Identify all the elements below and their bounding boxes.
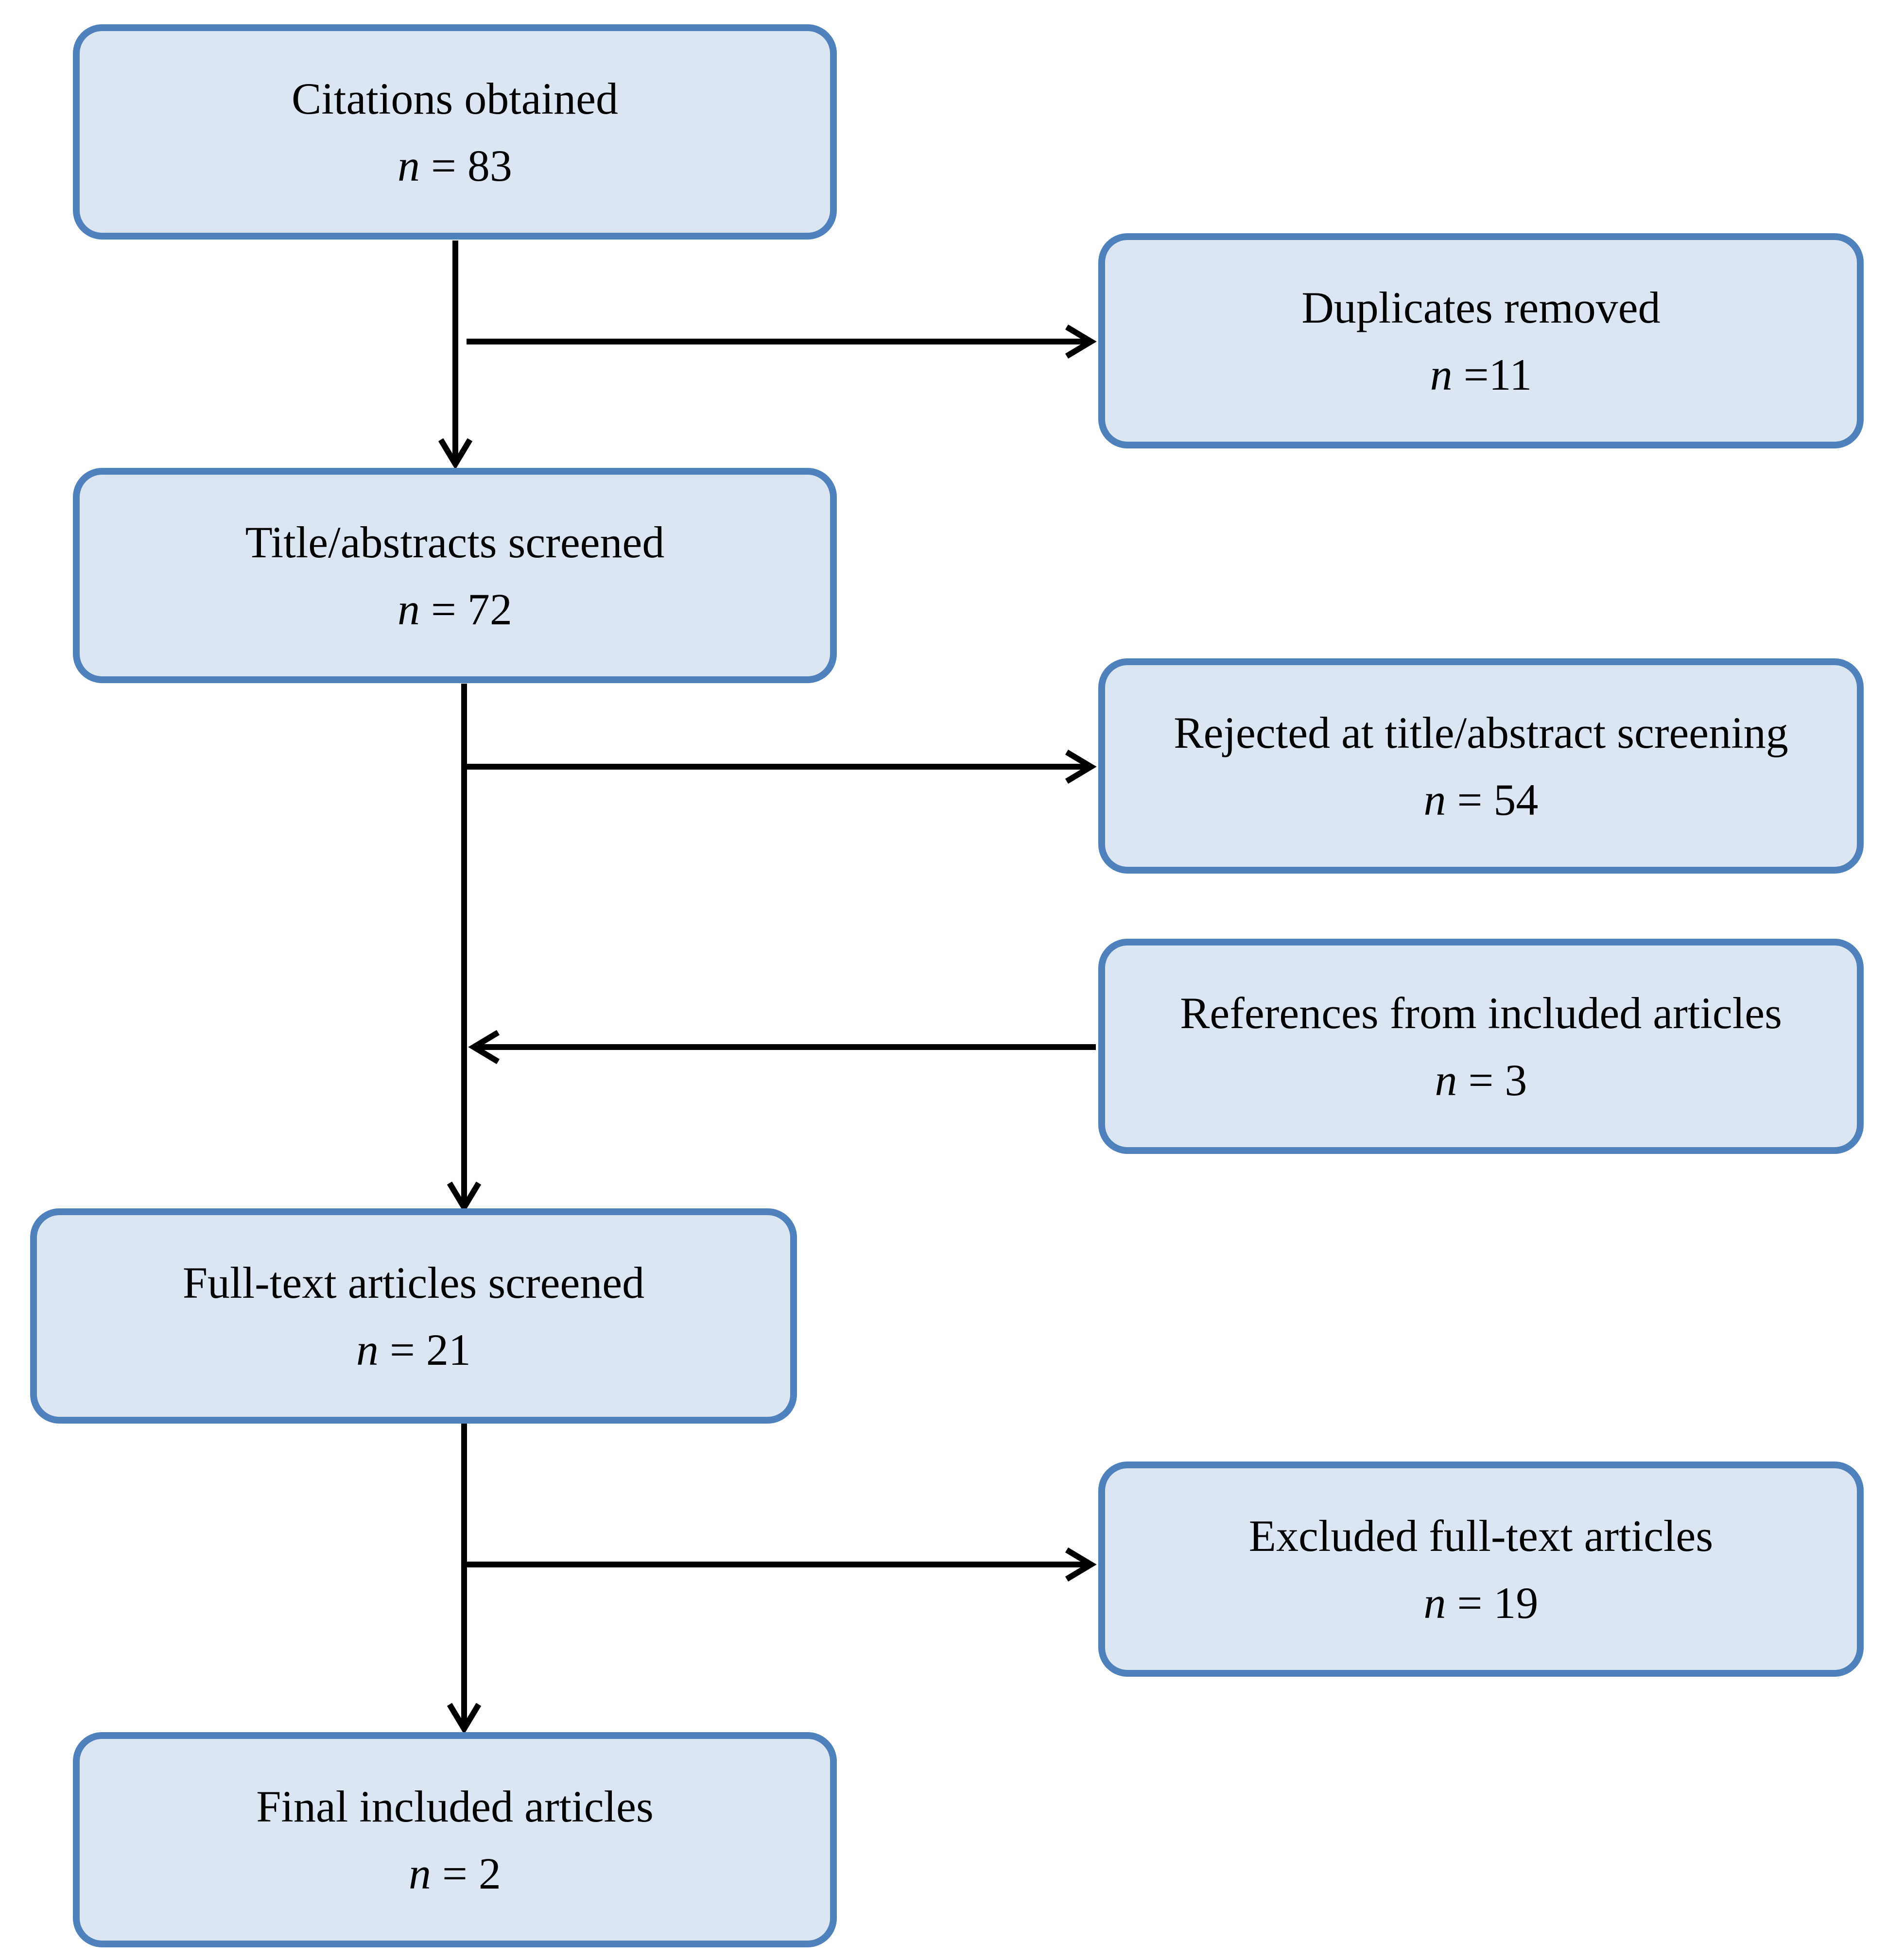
box-citations-obtained: Citations obtained n = 83 [73, 24, 837, 240]
box-title-abstracts-screened: Title/abstracts screened n = 72 [73, 468, 837, 683]
arrowhead-duplicates [1065, 324, 1097, 359]
n-symbol: n [1423, 774, 1446, 825]
n-symbol: n [356, 1324, 379, 1375]
box-duplicates-removed: Duplicates removed n =11 [1098, 233, 1864, 448]
box-excluded-full-text-label: Excluded full-text articles [1248, 1511, 1714, 1561]
box-references-included-label: References from included articles [1180, 988, 1782, 1038]
box-citations-obtained-count: n = 83 [398, 132, 512, 199]
box-full-text-screened: Full-text articles screened n = 21 [30, 1208, 797, 1424]
box-duplicates-removed-count: n =11 [1430, 341, 1532, 408]
count-value: = 21 [379, 1324, 471, 1375]
count-value: = 19 [1446, 1578, 1539, 1628]
box-references-included-count: n = 3 [1435, 1047, 1527, 1114]
box-final-included: Final included articles n = 2 [73, 1732, 837, 1947]
count-value: =11 [1452, 349, 1532, 399]
box-excluded-full-text-count: n = 19 [1424, 1569, 1539, 1636]
arrowhead-full-text [447, 1181, 482, 1213]
count-value: = 54 [1446, 774, 1539, 825]
box-full-text-screened-count: n = 21 [356, 1316, 471, 1383]
box-citations-obtained-label: Citations obtained [291, 73, 619, 123]
count-value: = 83 [420, 140, 512, 190]
arrowhead-excluded [1065, 1547, 1097, 1582]
count-value: = 3 [1457, 1055, 1527, 1105]
box-final-included-label: Final included articles [256, 1781, 654, 1831]
n-symbol: n [1430, 349, 1453, 399]
arrowhead-title-abstracts [438, 438, 473, 470]
box-title-abstracts-screened-label: Title/abstracts screened [245, 517, 665, 567]
arrowhead-rejected [1065, 749, 1097, 784]
count-value: = 72 [420, 584, 512, 634]
box-final-included-count: n = 2 [409, 1840, 501, 1907]
box-references-included: References from included articles n = 3 [1098, 939, 1864, 1154]
box-rejected-title-abstract-label: Rejected at title/abstract screening [1174, 707, 1788, 757]
n-symbol: n [1435, 1055, 1457, 1105]
box-title-abstracts-screened-count: n = 72 [398, 576, 512, 643]
box-duplicates-removed-label: Duplicates removed [1301, 282, 1661, 332]
n-symbol: n [398, 140, 420, 190]
n-symbol: n [409, 1848, 432, 1898]
box-excluded-full-text: Excluded full-text articles n = 19 [1098, 1461, 1864, 1677]
count-value: = 2 [431, 1848, 501, 1898]
n-symbol: n [398, 584, 420, 634]
box-rejected-title-abstract: Rejected at title/abstract screening n =… [1098, 658, 1864, 874]
arrowhead-from-references [468, 1030, 500, 1065]
arrowhead-final [447, 1702, 482, 1735]
n-symbol: n [1423, 1578, 1446, 1628]
box-full-text-screened-label: Full-text articles screened [182, 1257, 645, 1307]
box-rejected-title-abstract-count: n = 54 [1424, 766, 1539, 833]
